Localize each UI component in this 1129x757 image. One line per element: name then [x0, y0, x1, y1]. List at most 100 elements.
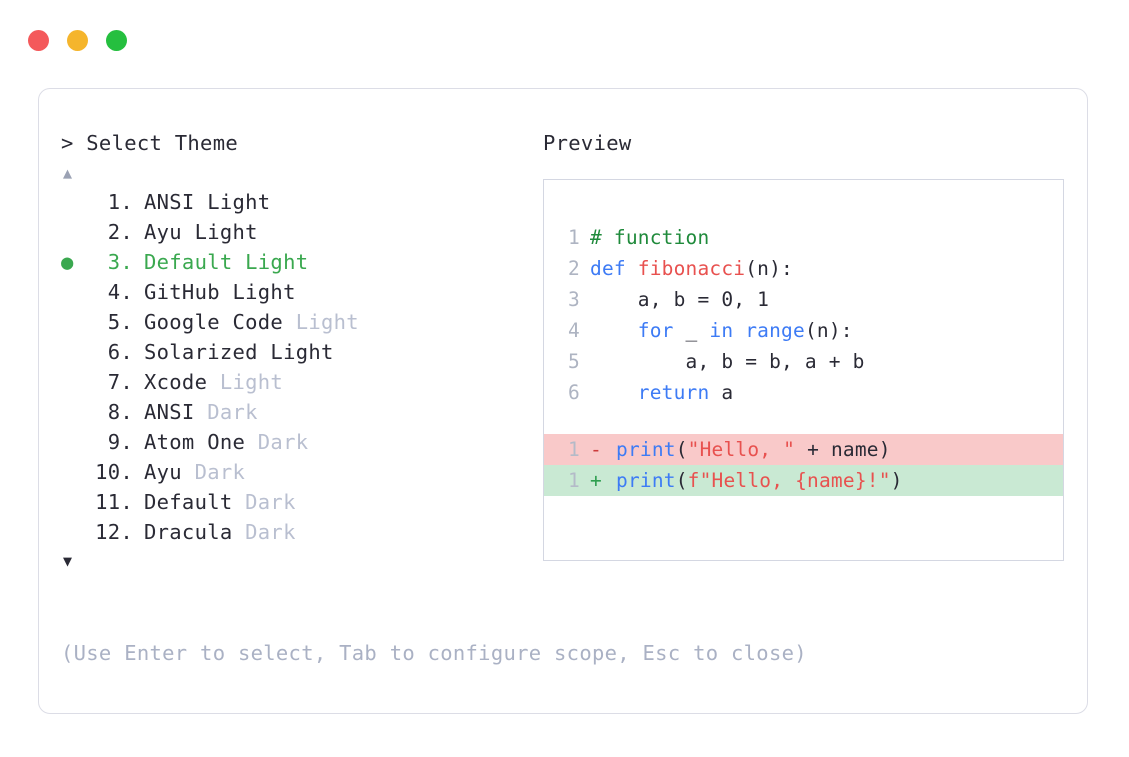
code-token-kw: return: [637, 381, 710, 404]
code-token-kw: print: [616, 469, 676, 492]
code-token-plain: (: [675, 469, 688, 492]
theme-list-item[interactable]: 5. Google Code Light: [61, 307, 531, 337]
code-line: 4 for _ in range(n):: [544, 315, 1063, 346]
theme-picker-card: > Select Theme ▲ 1.ANSI Light 2.Ayu Ligh…: [38, 88, 1088, 714]
theme-item-number: 2.: [107, 220, 133, 244]
code-diff-spacer: [544, 408, 1063, 434]
code-line-number: 2: [568, 257, 580, 280]
code-line-number: 4: [568, 319, 580, 342]
diff-added-line: 1 + print(f"Hello, {name}!"): [544, 465, 1063, 496]
code-line: 2 def fibonacci(n):: [544, 253, 1063, 284]
code-line-content: a, b = b, a + b: [590, 346, 865, 377]
theme-item-variant: Dark: [207, 400, 258, 424]
bullet-placeholder: [61, 307, 87, 337]
theme-list-item[interactable]: ● 3. Default Light: [61, 247, 531, 277]
theme-item-number: 9.: [107, 430, 133, 454]
selected-bullet-icon: ●: [61, 250, 74, 274]
theme-selector-panel: > Select Theme ▲ 1.ANSI Light 2.Ayu Ligh…: [61, 129, 531, 573]
code-line-number: 6: [568, 381, 580, 404]
theme-item-number: 5.: [107, 310, 133, 334]
theme-item-variant: Dark: [245, 490, 296, 514]
code-token-plain: _: [673, 319, 710, 342]
theme-item-name: Xcode Light: [144, 370, 284, 394]
code-line: 3 a, b = 0, 1: [544, 284, 1063, 315]
diff-line-number: 1: [568, 469, 580, 492]
code-token-plain: (: [675, 438, 688, 461]
code-token-plain: a, b = b, a + b: [590, 350, 865, 373]
theme-item-variant: Light: [295, 310, 359, 334]
theme-item-number: 6.: [107, 340, 133, 364]
theme-item-variant: Dark: [194, 460, 246, 484]
theme-list-item[interactable]: 4.GitHub Light: [61, 277, 531, 307]
theme-item-variant: Light: [232, 280, 296, 304]
bullet-placeholder: [61, 397, 87, 427]
theme-item-name: ANSI Dark: [144, 400, 258, 424]
scroll-up-arrow-icon[interactable]: ▲: [63, 164, 73, 182]
code-line-content: def fibonacci(n):: [590, 253, 793, 284]
theme-item-name: Default Dark: [144, 490, 296, 514]
code-token-kw: print: [616, 438, 676, 461]
close-button[interactable]: [28, 30, 49, 51]
bullet-placeholder: [61, 517, 87, 547]
code-line-content: # function: [590, 222, 709, 253]
code-line-content: for _ in range(n):: [590, 315, 853, 346]
diff-block: 1-print("Hello, " + name)1+print(f"Hello…: [544, 434, 1063, 496]
code-token-kw: in range: [709, 319, 805, 342]
theme-item-name: ANSI Light: [144, 190, 271, 214]
theme-list-item[interactable]: 9. Atom One Dark: [61, 427, 531, 457]
theme-list-item[interactable]: 10. Ayu Dark: [61, 457, 531, 487]
preview-title: Preview: [543, 131, 632, 155]
theme-item-variant: Light: [219, 370, 284, 394]
code-token-kw: def: [590, 257, 638, 280]
theme-list-item[interactable]: 2.Ayu Light: [61, 217, 531, 247]
code-line-number: 1: [568, 226, 580, 249]
theme-list-item[interactable]: 6.Solarized Light: [61, 337, 531, 367]
bullet-placeholder: [61, 187, 87, 217]
theme-list-item[interactable]: 1.ANSI Light: [61, 187, 531, 217]
bullet-placeholder: [61, 367, 87, 397]
theme-item-name: Dracula Dark: [144, 520, 296, 544]
code-token-plain: ): [890, 469, 903, 492]
minimize-button[interactable]: [67, 30, 88, 51]
code-token-plain: + name): [795, 438, 891, 461]
code-line-content: return a: [590, 377, 733, 408]
scroll-down-arrow-icon[interactable]: ▼: [63, 552, 73, 570]
diff-plus-sign: +: [590, 469, 602, 492]
theme-item-variant: Dark: [245, 520, 296, 544]
theme-list-item[interactable]: 8. ANSI Dark: [61, 397, 531, 427]
code-token-plain: a, b = 0, 1: [590, 288, 770, 311]
theme-list-item[interactable]: 11.Default Dark: [61, 487, 531, 517]
theme-item-variant: Light: [245, 250, 309, 274]
diff-line-content: print("Hello, " + name): [616, 434, 891, 465]
code-line: 6 return a: [544, 377, 1063, 408]
code-token-comment: # function: [590, 226, 710, 249]
code-line-content: a, b = 0, 1: [590, 284, 769, 315]
theme-item-number: 10.: [95, 460, 133, 484]
theme-item-name: Default Light: [144, 250, 309, 274]
keyboard-help-text: (Use Enter to select, Tab to configure s…: [61, 641, 807, 665]
theme-item-number: 4.: [107, 280, 133, 304]
theme-list[interactable]: 1.ANSI Light 2.Ayu Light ● 3. Default Light…: [61, 187, 531, 547]
theme-item-name: Ayu Dark: [144, 460, 246, 484]
theme-item-name: Google Code Light: [144, 310, 359, 334]
diff-line-content: print(f"Hello, {name}!"): [616, 465, 903, 496]
code-token-plain: [590, 381, 638, 404]
bullet-placeholder: [61, 427, 87, 457]
theme-item-variant: Light: [207, 190, 271, 214]
code-line-number: 3: [568, 288, 580, 311]
code-token-fn: fibonacci: [637, 257, 746, 280]
maximize-button[interactable]: [106, 30, 127, 51]
theme-item-name: Atom One Dark: [144, 430, 309, 454]
theme-item-variant: Dark: [257, 430, 309, 454]
theme-list-item[interactable]: 7.Xcode Light: [61, 367, 531, 397]
select-theme-prompt: > Select Theme: [61, 131, 238, 155]
theme-item-number: 8.: [107, 400, 133, 424]
theme-item-number: 3.: [107, 250, 133, 274]
code-token-plain: (n):: [804, 319, 853, 342]
theme-list-item[interactable]: 12.Dracula Dark: [61, 517, 531, 547]
diff-line-number: 1: [568, 438, 580, 461]
code-token-plain: (n):: [745, 257, 793, 280]
theme-item-variant: Light: [194, 220, 258, 244]
